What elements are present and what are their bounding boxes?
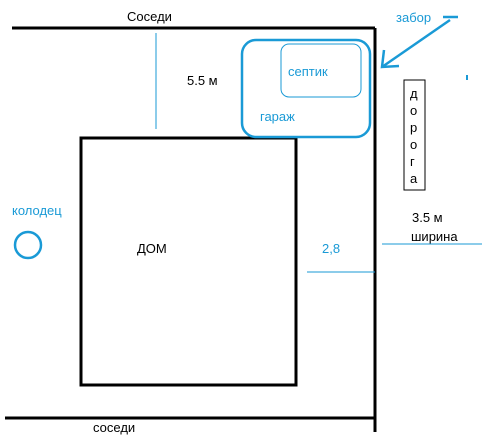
road-letter: г bbox=[410, 154, 415, 169]
road-letter: а bbox=[410, 171, 418, 186]
label-fence: забор bbox=[396, 10, 431, 25]
label-distance-side: 2,8 bbox=[322, 241, 340, 256]
label-distance-top: 5.5 м bbox=[187, 73, 218, 88]
road-letter: р bbox=[410, 120, 417, 135]
label-neighbors-bottom: соседи bbox=[93, 420, 135, 435]
label-road-width-value: 3.5 м bbox=[412, 210, 443, 225]
septic-outline bbox=[280, 43, 362, 98]
label-well: колодец bbox=[12, 203, 62, 218]
road-box bbox=[403, 79, 426, 191]
well-circle-icon bbox=[13, 230, 43, 260]
label-septic: септик bbox=[288, 64, 328, 79]
house-outline bbox=[79, 136, 298, 387]
label-house: ДОМ bbox=[137, 241, 167, 256]
label-garage: гараж bbox=[260, 109, 295, 124]
road-letter: о bbox=[410, 137, 417, 152]
label-road-width-word: ширина bbox=[411, 229, 458, 244]
garage-outline bbox=[240, 38, 372, 139]
label-neighbors-top: Соседи bbox=[127, 9, 172, 24]
arrow-down-left-icon bbox=[380, 15, 458, 69]
road-letter: о bbox=[410, 103, 417, 118]
road-letter: д bbox=[410, 86, 418, 101]
